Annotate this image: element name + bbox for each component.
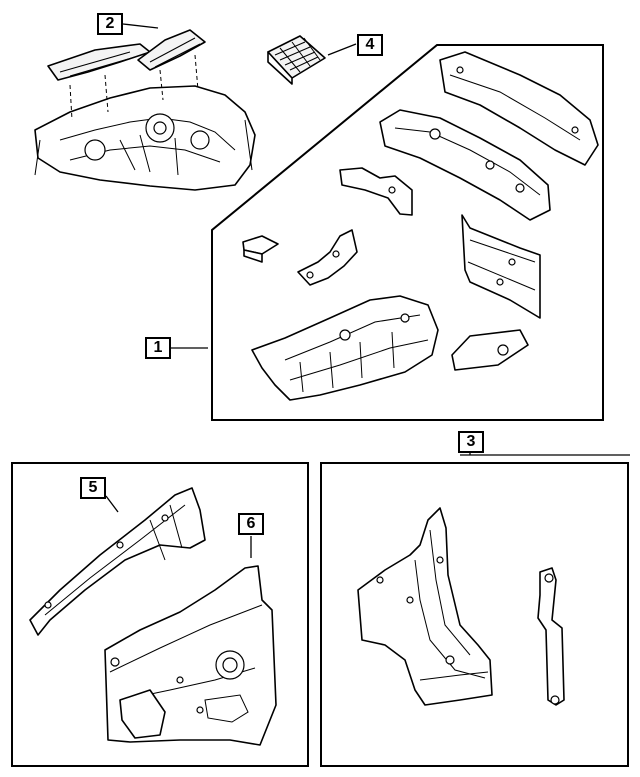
- group-5-6-frame: [11, 462, 309, 767]
- leader-lines: [105, 23, 357, 558]
- group-3-bracket: [460, 432, 630, 456]
- callout-6: 6: [238, 513, 264, 535]
- callout-4: 4: [357, 34, 383, 56]
- callout-2: 2: [97, 13, 123, 35]
- pad-part: [267, 35, 326, 85]
- group-3-parts: [357, 507, 565, 706]
- callout-5: 5: [80, 477, 106, 499]
- callout-3: 3: [458, 431, 484, 453]
- group-5-6-parts: [29, 487, 277, 746]
- group-3-frame: [320, 462, 629, 767]
- callout-1: 1: [145, 337, 171, 359]
- engine-bay-illustration: [34, 29, 256, 191]
- cowl-panel-left: [47, 43, 151, 81]
- group-1-parts: [242, 51, 599, 401]
- group-1-frame: [211, 44, 604, 421]
